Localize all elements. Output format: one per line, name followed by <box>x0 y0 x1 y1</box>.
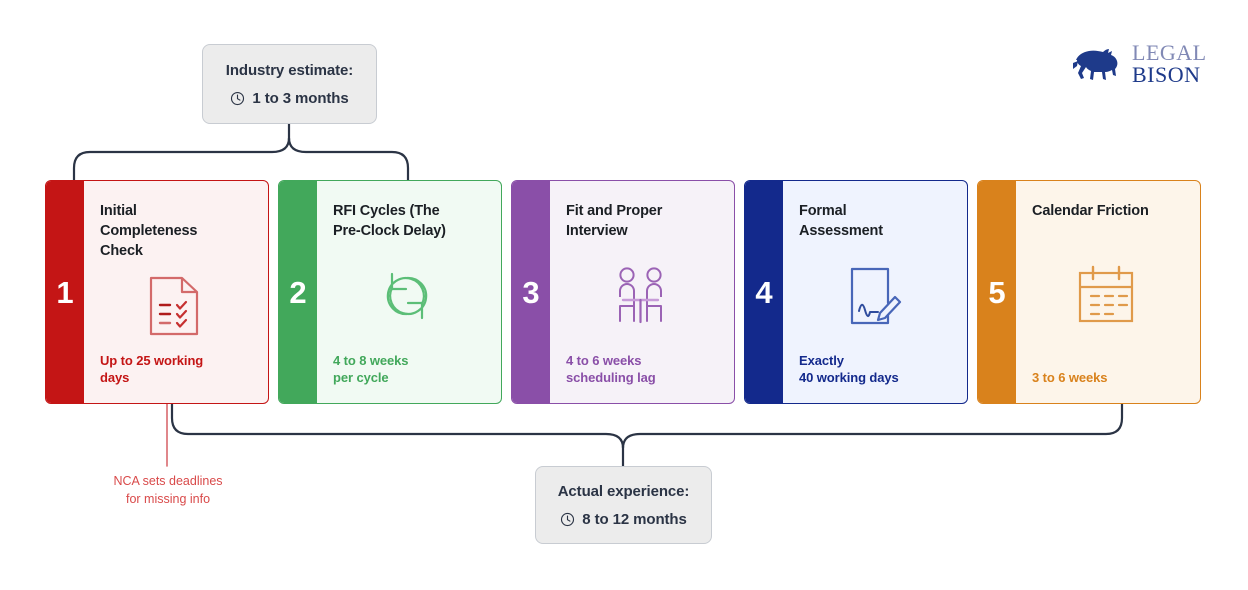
step-card-4[interactable]: 4 Formal Assessment Exactly 40 working d… <box>744 180 968 404</box>
step-title: Initial Completeness Check <box>100 203 198 259</box>
brace-bottom <box>170 402 1124 449</box>
interview-people-icon <box>619 267 662 324</box>
brace-top <box>72 137 410 182</box>
step-accent-bar: 2 <box>279 181 317 403</box>
nca-deadline-annotation: NCA sets deadlines for missing info <box>113 474 223 507</box>
step-title: RFI Cycles (The Pre-Clock Delay) <box>333 203 446 239</box>
step-card-2[interactable]: 2 RFI Cycles (The Pre-Clock Delay) 4 to … <box>278 180 502 404</box>
step-icon-wrap <box>100 261 254 352</box>
step-accent-bar: 1 <box>46 181 84 403</box>
actual-experience-value: 8 to 12 months <box>582 510 687 528</box>
industry-estimate-value: 1 to 3 months <box>252 89 349 107</box>
step-accent-bar: 5 <box>978 181 1016 403</box>
step-number: 2 <box>289 274 307 310</box>
step-number: 5 <box>988 274 1006 310</box>
calendar-icon <box>1078 266 1134 323</box>
step-number: 1 <box>56 274 74 310</box>
step-number: 3 <box>522 274 540 310</box>
actual-experience-callout: Actual experience: 8 to 12 months <box>535 466 712 544</box>
step-body: Formal Assessment Exactly 40 working day… <box>783 181 967 403</box>
actual-experience-value-row: 8 to 12 months <box>560 510 687 528</box>
step-duration: Up to 25 working days <box>100 352 204 386</box>
actual-experience-title: Actual experience: <box>557 482 690 500</box>
clock-icon <box>231 91 245 105</box>
logo-text-bison: BISON <box>1132 62 1201 87</box>
signature-document-icon <box>850 268 902 325</box>
step-duration: 4 to 8 weeks per cycle <box>333 352 409 386</box>
industry-estimate-callout: Industry estimate: 1 to 3 months <box>202 44 377 124</box>
step-title: Formal Assessment <box>799 203 883 239</box>
step-icon-wrap <box>799 241 953 352</box>
step-title: Calendar Friction <box>1032 203 1149 219</box>
document-checklist-icon <box>149 277 199 336</box>
step-title: Fit and Proper Interview <box>566 203 663 239</box>
brand-logo: LEGAL BISON <box>1070 38 1206 90</box>
step-icon-wrap <box>566 241 720 352</box>
step-icon-wrap <box>1032 221 1186 369</box>
refresh-cycle-icon <box>386 273 428 320</box>
step-duration: 3 to 6 weeks <box>1032 370 1108 386</box>
industry-estimate-title: Industry estimate: <box>225 61 354 79</box>
step-body: RFI Cycles (The Pre-Clock Delay) 4 to 8 … <box>317 181 501 403</box>
step-body: Fit and Proper Interview 4 to 6 weeks sc… <box>550 181 734 403</box>
step-duration: Exactly 40 working days <box>799 352 899 386</box>
step-number: 4 <box>755 274 773 310</box>
process-steps-row: 1 Initial Completeness Check Up to 25 wo… <box>45 180 1201 404</box>
step-duration: 4 to 6 weeks scheduling lag <box>566 352 656 386</box>
step-card-5[interactable]: 5 Calendar Friction 3 to 6 weeks <box>977 180 1201 404</box>
step-accent-bar: 4 <box>745 181 783 403</box>
clock-icon <box>561 512 575 526</box>
step-accent-bar: 3 <box>512 181 550 403</box>
step-body: Initial Completeness Check Up to 25 work… <box>84 181 268 403</box>
step-card-3[interactable]: 3 Fit and Proper Interview 4 to 6 we <box>511 180 735 404</box>
logo-text-legal: LEGAL <box>1132 40 1207 66</box>
step-body: Calendar Friction 3 to 6 weeks <box>1016 181 1200 403</box>
industry-estimate-value-row: 1 to 3 months <box>230 89 349 107</box>
bison-icon <box>1073 49 1118 80</box>
step-icon-wrap <box>333 241 487 352</box>
step-card-1[interactable]: 1 Initial Completeness Check Up to 25 wo… <box>45 180 269 404</box>
